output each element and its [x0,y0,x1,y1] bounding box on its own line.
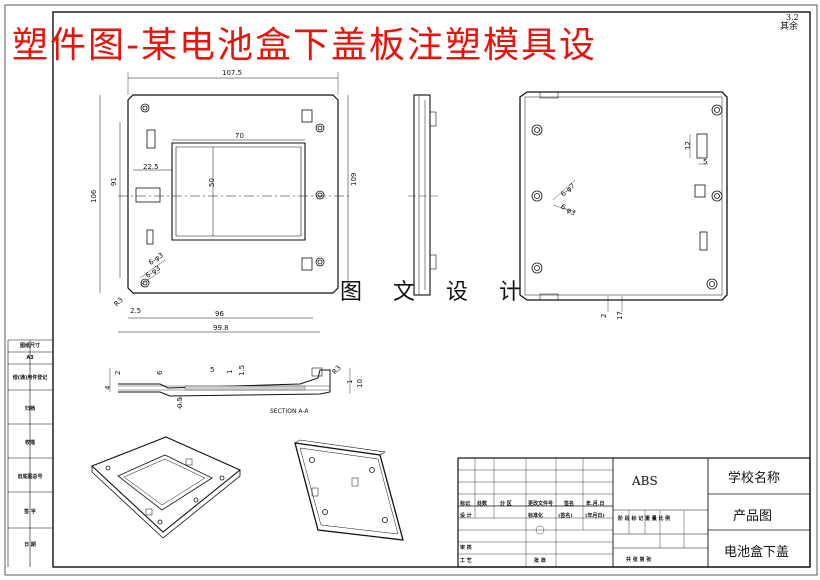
sheet-border [4,4,818,576]
dim-section-d6: 1.5 [238,364,246,376]
tb-sheets: 共 张 第 张 [626,557,652,563]
dim-section-d3: 6 [156,370,164,375]
side-view [408,94,440,296]
plan-view [99,72,350,333]
dim-section-d1: 2 [114,370,122,375]
dim-edge: 2.5 [130,307,142,315]
tb-drawing-type: 产品图 [733,509,773,524]
tb-material: ABS [632,474,658,488]
side-table-paper-size: 图纸尺寸 [19,343,40,349]
back-view [519,91,728,312]
tb-col-mark: 标记 [460,501,471,507]
tb-col-sign: 签名 [564,501,575,507]
dim-section-d4: 5 [210,366,215,374]
side-table-trace: 校描 [24,440,35,446]
tb-part-name: 电池盒下盖 [724,545,790,560]
dim-right-height: 109 [350,172,358,186]
dim-bottom-b: 17 [616,311,624,320]
tb-date-placeholder: (年月日) [585,513,605,519]
isometric-front [90,436,242,539]
title-block-lines [457,457,811,568]
drawing-title: 塑件图-某电池盒下盖板注塑模具设 [12,25,597,66]
isometric-back [294,439,404,541]
tb-col-count: 处数 [477,501,488,507]
tb-approve: 批 准 [534,558,546,564]
dim-section-d5: 1 [226,369,234,374]
roughness-symbol: 其余 3.2 [780,13,799,32]
tb-standard: 标准化 [528,513,544,519]
side-table-archive: 归档 [24,406,35,412]
dim-section-d2: 4 [104,385,112,390]
section-view [109,367,351,410]
dim-window-width: 70 [235,132,244,140]
dim-section-d9: 1 [346,379,354,384]
dim-bottom-inner: 96 [215,310,224,318]
side-table-old-number: 旧底图总号 [17,474,43,480]
side-table-lines [7,339,53,567]
tb-review: 审 核 [460,545,472,551]
side-table-register: 借(通)用件登记 [12,375,48,381]
tb-process: 工 艺 [460,558,472,564]
roughness-label: 其余 [780,22,799,32]
dim-section-d10: 10 [356,379,364,388]
roughness-value: 3.2 [786,13,799,22]
dim-bottom-outer: 99.8 [213,324,229,332]
tb-sign-placeholder: (签名) [558,513,573,519]
dim-offset: 22.5 [143,163,159,171]
dim-left-height: 91 [110,177,118,186]
tb-stage-labels: 阶 段 标 记 重 量 比 例 [618,516,671,522]
dim-slot-width: 5 [703,158,708,166]
dim-slot-height: 12 [684,141,692,150]
watermark-text: 图 文 设 计 [340,280,533,305]
dim-overall-width: 107.5 [222,69,243,77]
dim-window-height: 50 [208,178,216,187]
tb-col-zone: 分 区 [500,501,512,507]
dim-section-d8: 0.5 [176,396,184,408]
tb-col-date: 年.月.日 [586,501,605,507]
drawing-frame [52,11,811,568]
tb-design: 设 计 [460,513,472,519]
side-table-date: 日 期 [24,542,36,548]
side-table-a3: A3 [26,355,34,361]
dim-overall-height: 106 [90,189,98,203]
tb-school-name: 学校名称 [728,471,781,486]
dim-bottom-a: 2 [600,313,608,318]
side-table-signature: 签 字 [24,509,36,515]
tb-col-change: 更改文件号 [528,501,554,507]
section-label: SECTION A-A [270,408,309,415]
